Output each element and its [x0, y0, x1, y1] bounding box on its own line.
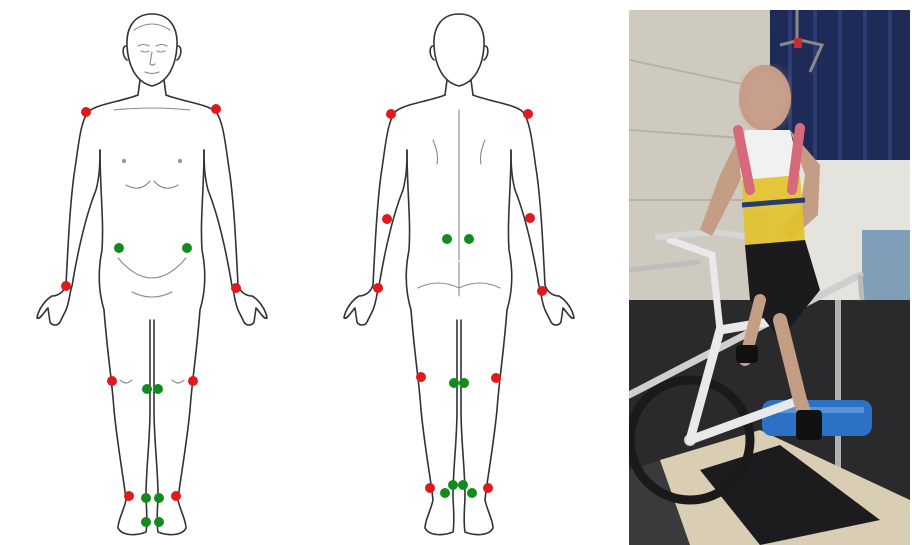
marker-left-knee-medial-back	[459, 378, 469, 388]
marker-right-psis	[442, 234, 452, 244]
marker-left-hip-front	[182, 243, 192, 253]
marker-left-wrist-front	[231, 283, 241, 293]
marker-left-psis	[464, 234, 474, 244]
marker-left-ankle-lateral-front	[171, 491, 181, 501]
marker-left-shoulder-front	[211, 104, 221, 114]
marker-right-ankle-medial-back	[448, 480, 458, 490]
marker-left-ankle-lateral-back	[483, 483, 493, 493]
marker-right-elbow-back	[382, 214, 392, 224]
marker-left-knee-lateral-back	[491, 373, 501, 383]
marker-right-shoulder-back	[386, 109, 396, 119]
marker-right-toe-front	[141, 517, 151, 527]
experiment-photo	[629, 10, 910, 545]
marker-right-hip-front	[114, 243, 124, 253]
marker-left-wrist-back	[537, 286, 547, 296]
anterior-red-markers	[61, 104, 241, 501]
marker-left-ankle-medial-front	[154, 493, 164, 503]
marker-left-shoulder-back	[523, 109, 533, 119]
marker-right-ankle-medial-front	[141, 493, 151, 503]
marker-left-ankle-medial-back	[458, 480, 468, 490]
marker-right-knee-lateral-back	[416, 372, 426, 382]
marker-right-shoulder-front	[81, 107, 91, 117]
marker-right-wrist-back	[373, 283, 383, 293]
marker-left-toe-front	[154, 517, 164, 527]
marker-left-heel-back	[467, 488, 477, 498]
posterior-body-figure	[344, 14, 574, 535]
marker-right-ankle-lateral-back	[425, 483, 435, 493]
marker-right-ankle-lateral-front	[124, 491, 134, 501]
marker-right-wrist-front	[61, 281, 71, 291]
posterior-red-markers	[373, 109, 547, 493]
marker-left-knee-medial-front	[153, 384, 163, 394]
marker-left-knee-lateral-front	[188, 376, 198, 386]
marker-right-knee-medial-front	[142, 384, 152, 394]
marker-left-elbow-back	[525, 213, 535, 223]
marker-right-knee-medial-back	[449, 378, 459, 388]
anterior-body-figure	[37, 14, 267, 535]
marker-right-knee-lateral-front	[107, 376, 117, 386]
marker-right-heel-back	[440, 488, 450, 498]
